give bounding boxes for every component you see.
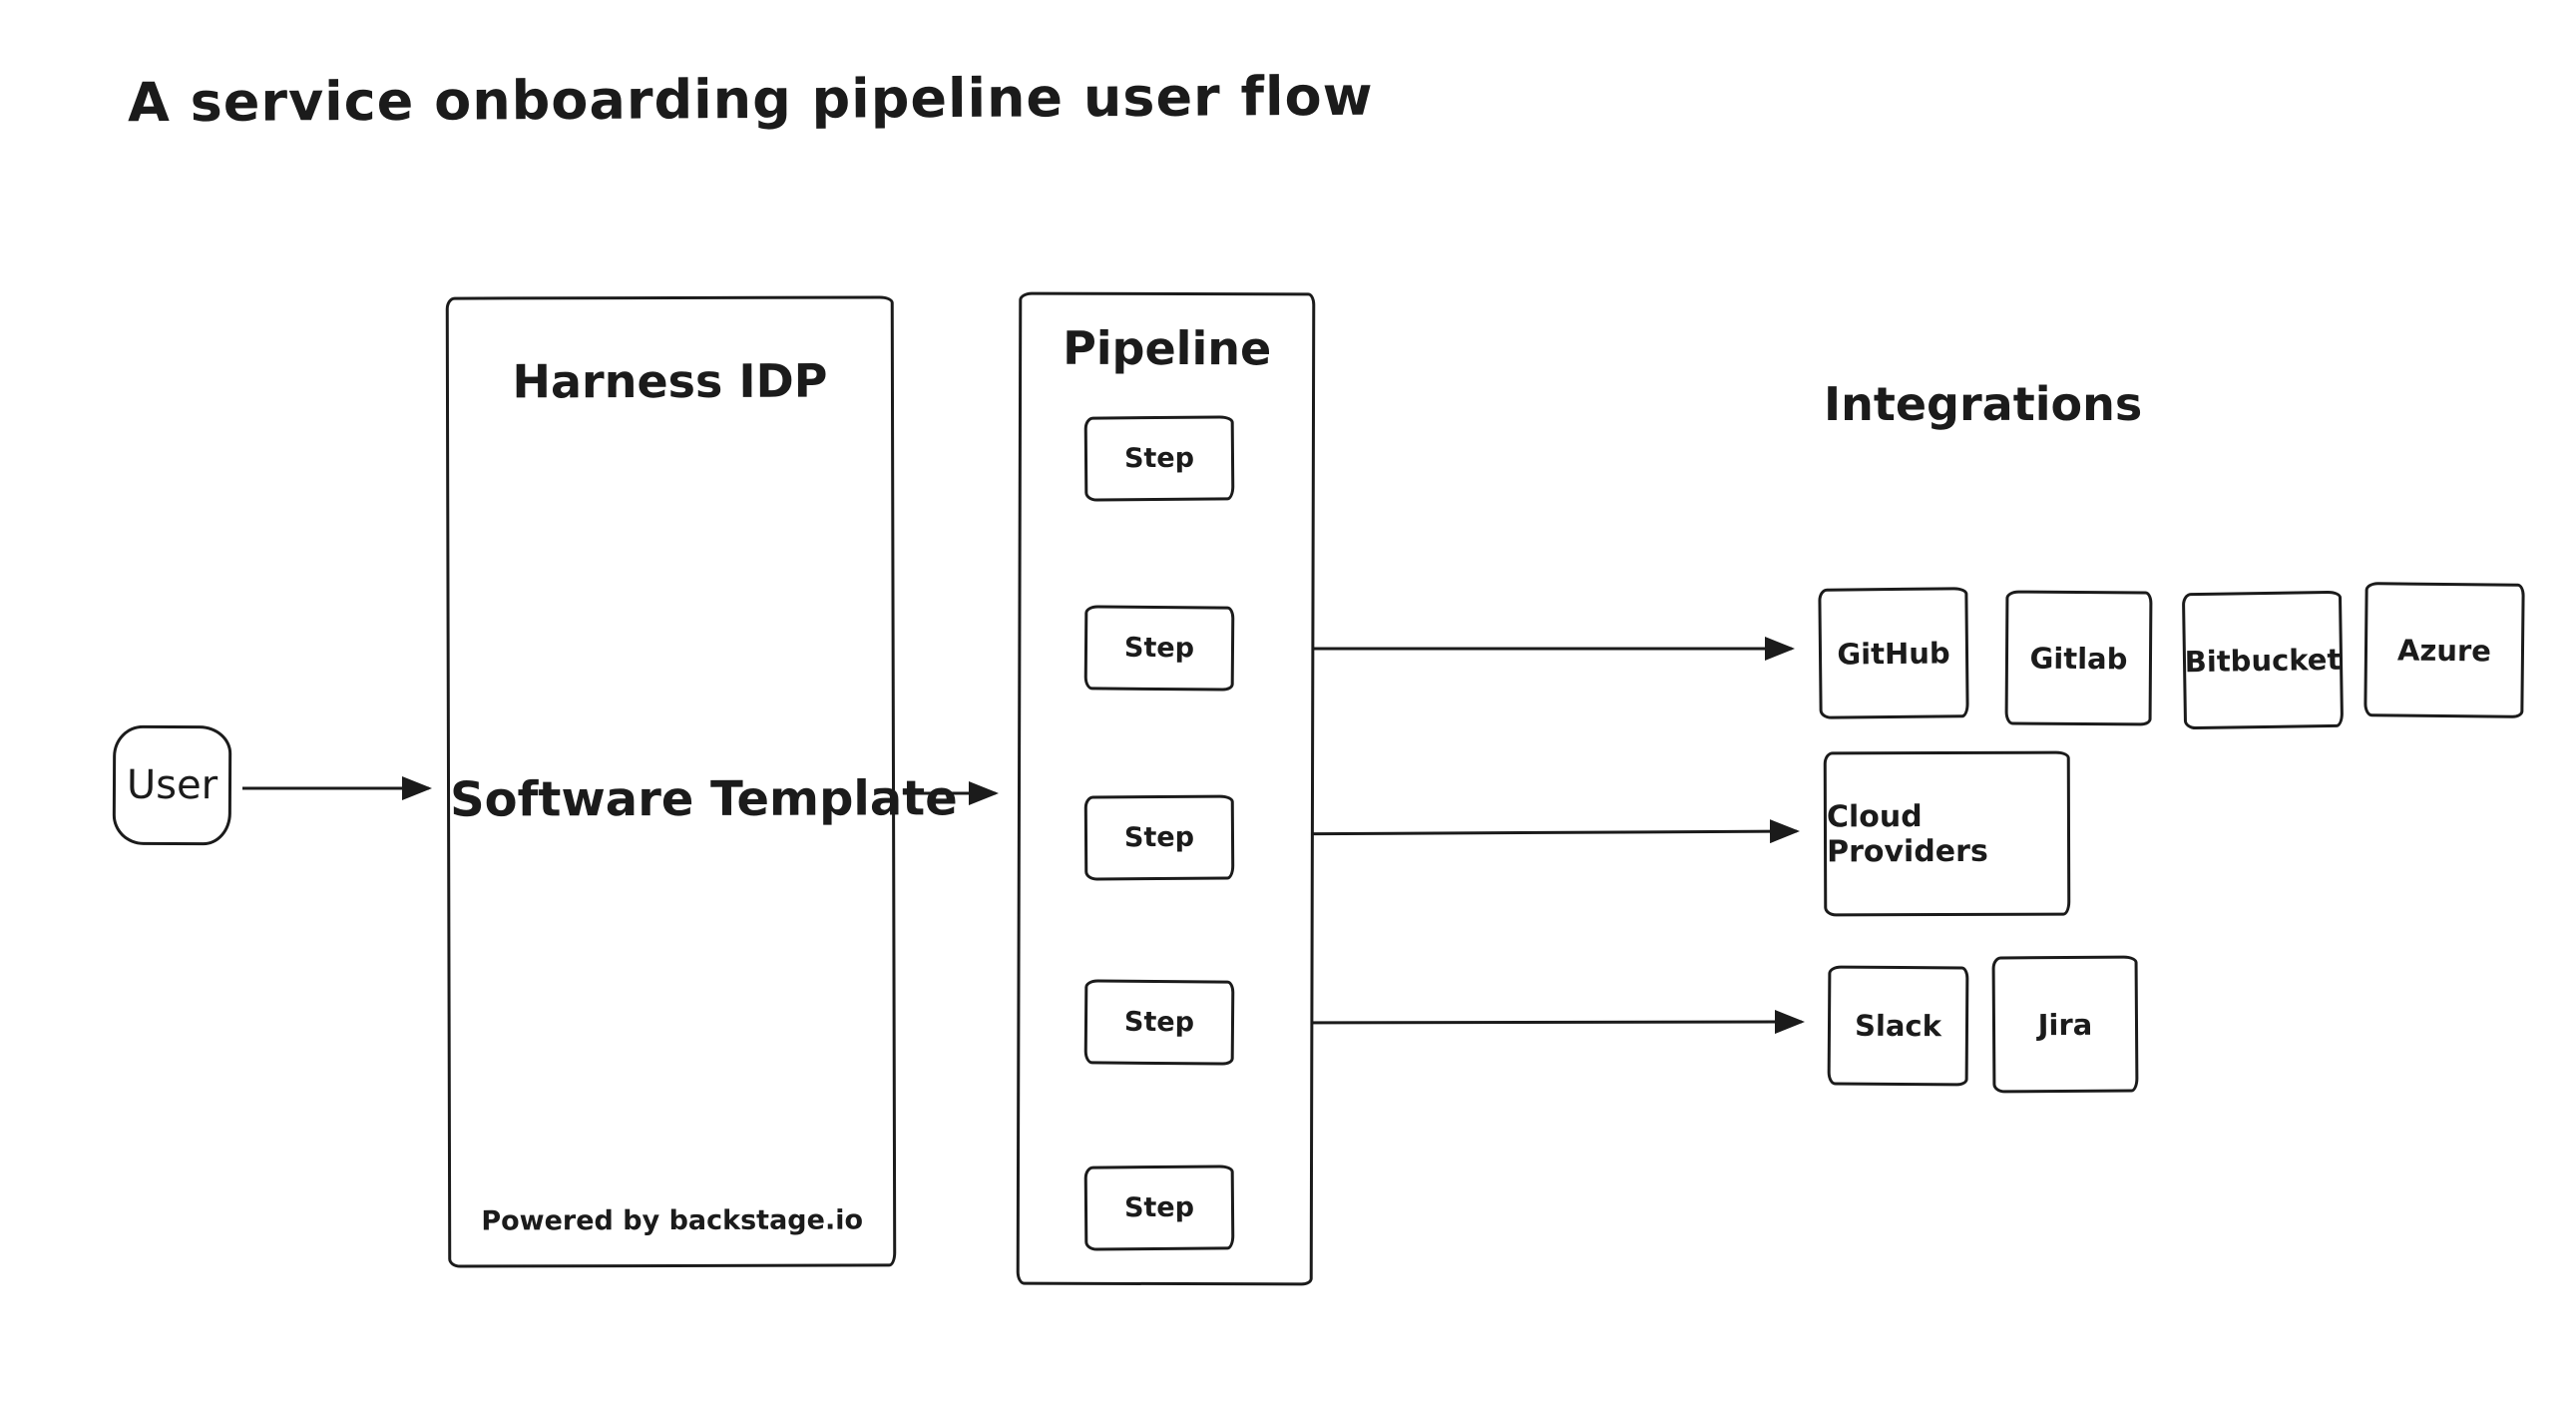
integration-gitlab[interactable]: Gitlab <box>2004 590 2153 726</box>
integrations-title: Integrations <box>1824 377 2143 431</box>
user-node-label: User <box>126 761 218 809</box>
diagram-title[interactable]: A service onboarding pipeline user flow <box>127 64 1374 135</box>
step-label: Step <box>1123 821 1195 854</box>
harness-idp-title: Harness IDP <box>512 353 828 409</box>
powered-by-backstage-label: Powered by backstage.io <box>481 1204 864 1237</box>
pipeline-title: Pipeline <box>1063 320 1272 376</box>
integration-slack[interactable]: Slack <box>1827 965 1969 1087</box>
user-node[interactable]: User <box>112 724 232 846</box>
integration-azure[interactable]: Azure <box>2363 582 2525 718</box>
integration-label: Jira <box>2037 1007 2093 1042</box>
integration-github[interactable]: GitHub <box>1818 587 1969 719</box>
integration-jira[interactable]: Jira <box>1991 955 2139 1094</box>
integration-label: Slack <box>1854 1008 1942 1044</box>
step-label: Step <box>1123 1006 1195 1039</box>
pipeline-step-1[interactable]: Step <box>1083 415 1235 502</box>
integration-bitbucket[interactable]: Bitbucket <box>2181 590 2345 730</box>
pipeline-step-2[interactable]: Step <box>1083 605 1235 692</box>
integration-label: Cloud Providers <box>1826 798 1988 869</box>
integration-label: Azure <box>2396 633 2492 668</box>
arrow-step4-to-slack[interactable] <box>1258 1010 1805 1035</box>
pipeline-step-5[interactable]: Step <box>1083 1165 1235 1251</box>
integration-label: Bitbucket <box>2184 642 2342 679</box>
step-label: Step <box>1123 632 1195 665</box>
step-label: Step <box>1123 1191 1195 1224</box>
integration-cloud-providers[interactable]: Cloud Providers <box>1823 750 2071 917</box>
pipeline-step-3[interactable]: Step <box>1083 794 1235 881</box>
pipeline-step-4[interactable]: Step <box>1083 979 1235 1066</box>
arrow-step3-to-cloud-providers[interactable] <box>1248 819 1800 844</box>
harness-idp-container[interactable]: Harness IDP Software Template Powered by… <box>445 295 958 1268</box>
step-label: Step <box>1123 442 1195 475</box>
integration-label: Gitlab <box>2029 641 2128 676</box>
software-template-label: Software Template <box>449 770 958 828</box>
integration-label: GitHub <box>1837 635 1950 672</box>
